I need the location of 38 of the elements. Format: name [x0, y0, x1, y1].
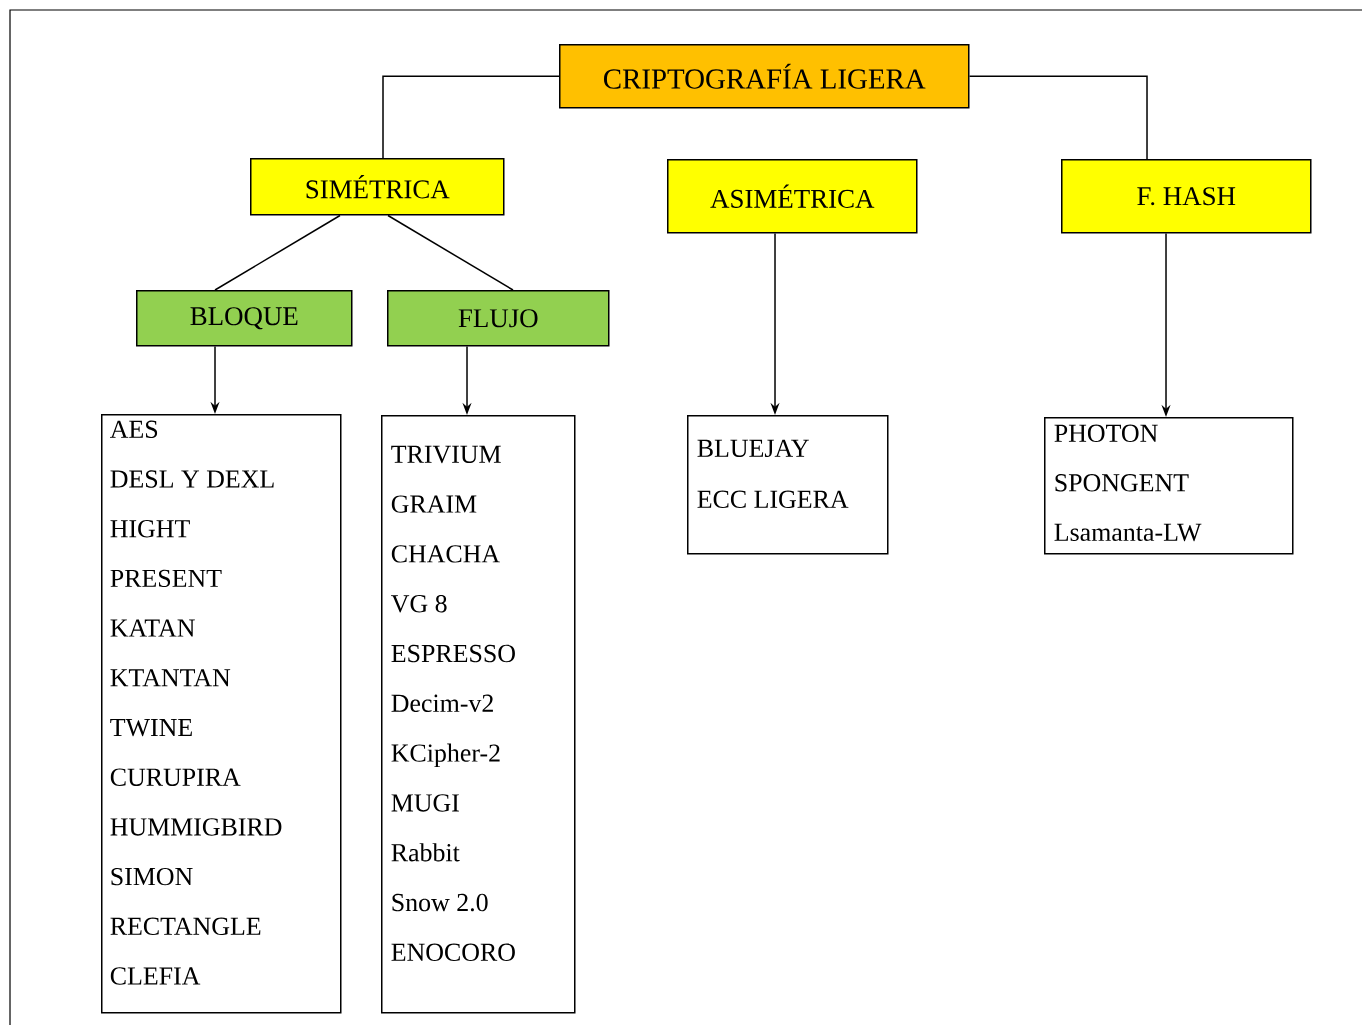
list-item: CLEFIA	[110, 967, 201, 985]
connector-line	[387, 214, 514, 291]
list-item: DESL Y DEXL	[110, 470, 274, 488]
category-box: FLUJO	[387, 290, 610, 347]
list-item: RECTANGLE	[110, 917, 261, 936]
list-item: PHOTON	[1054, 424, 1158, 442]
list-item: MUGI	[391, 794, 459, 812]
category-box: BLOQUE	[136, 290, 353, 347]
list-item: AES	[110, 420, 158, 438]
list-item: Rabbit	[391, 843, 460, 862]
connector-line	[968, 75, 1148, 160]
category-box: SIMÉTRICA	[250, 158, 505, 216]
category-box: F. HASH	[1061, 159, 1312, 234]
title-box: CRIPTOGRAFÍA LIGERA	[559, 44, 970, 109]
list-item: SPONGENT	[1055, 474, 1189, 492]
category-box: ASIMÉTRICA	[667, 159, 918, 234]
list-item: CHACHA	[391, 545, 500, 563]
list-item: ECC LIGERA	[697, 490, 849, 508]
list-item: KTANTAN	[110, 669, 231, 687]
connector-line	[382, 75, 560, 159]
list-item: ENOCORO	[391, 943, 515, 962]
list-item: Snow 2.0	[392, 893, 488, 912]
list-item: CURUPIRA	[110, 768, 241, 786]
list-item: BLUEJAY	[697, 439, 809, 457]
list-item: VG 8	[391, 594, 447, 613]
list-item: SIMON	[111, 867, 193, 886]
list-item: PRESENT	[110, 569, 222, 588]
list-item: HIGHT	[110, 520, 190, 538]
list-item: ESPRESSO	[391, 644, 515, 663]
list-item: KCipher-2	[391, 743, 500, 768]
list-item: KATAN	[110, 619, 195, 637]
list-item: TRIVIUM	[391, 445, 501, 464]
list-item: Lsamanta-LW	[1054, 523, 1202, 542]
list-item: Decim-v2	[391, 694, 493, 712]
connector-line	[214, 214, 341, 291]
list-item: GRAIM	[391, 495, 477, 513]
list-item: HUMMIGBIRD	[110, 818, 282, 836]
list-item: TWINE	[110, 719, 192, 737]
